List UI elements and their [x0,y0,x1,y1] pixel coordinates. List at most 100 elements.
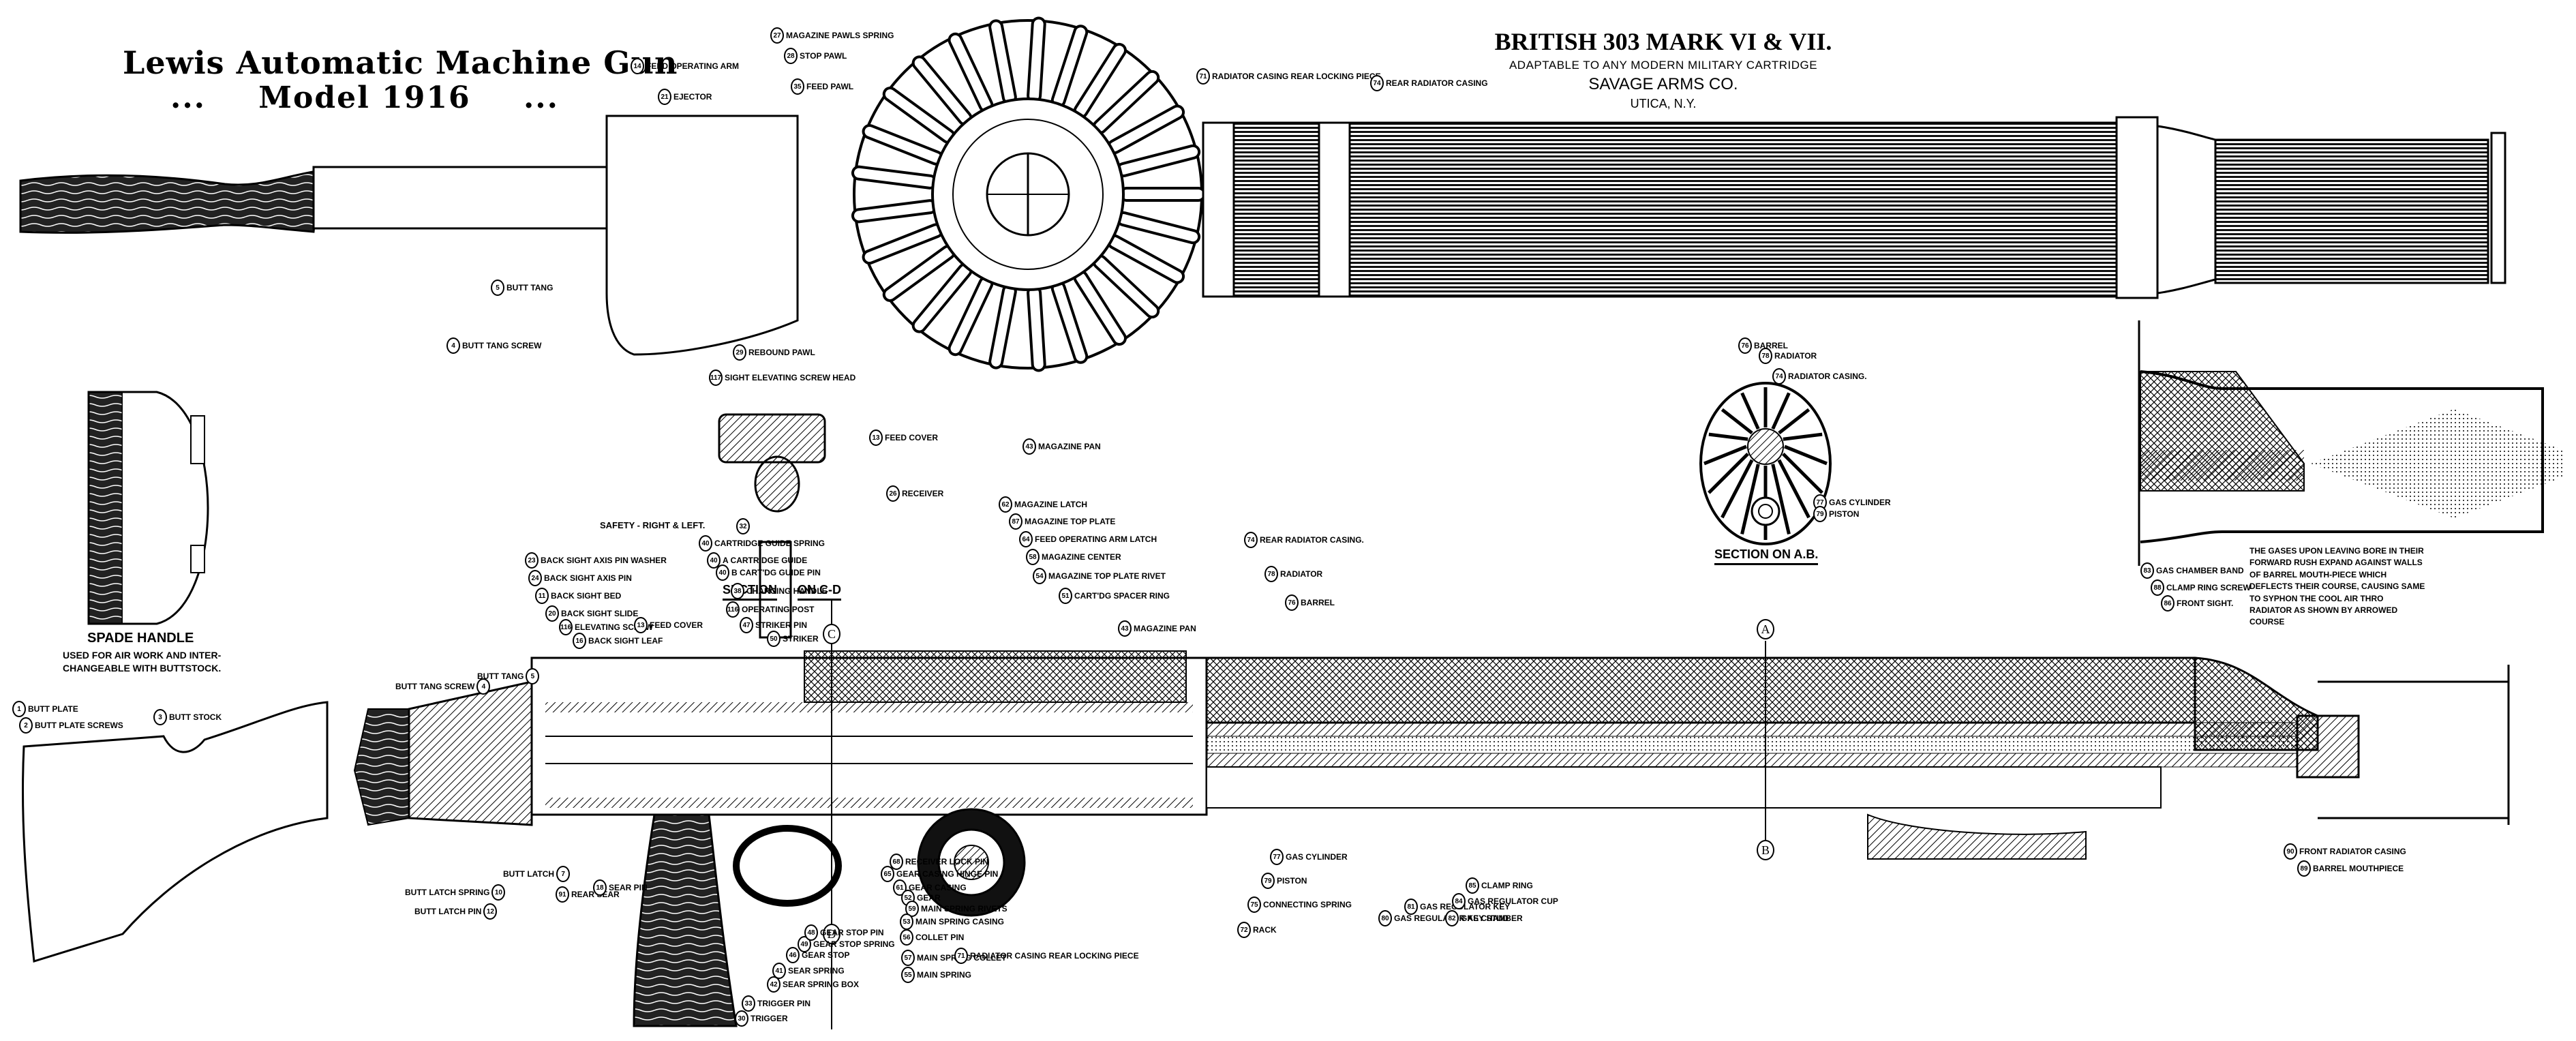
part-label: BACK SIGHT LEAF [588,636,663,646]
section-marker-c: C [823,624,840,644]
part-number-badge: 27 [770,27,784,44]
section-ab-drawing [1699,382,1832,545]
radiator-spoke [1740,464,1760,535]
part-label: GAS CYLINDER [1286,852,1348,862]
part-label: REAR RADIATOR CASING. [1260,535,1364,545]
part-label: GEAR CASING [909,883,967,892]
part-number-badge: 90 [2284,843,2297,860]
magazine-fin [914,265,970,331]
part-label: RADIATOR CASING REAR LOCKING PIECE [1212,72,1381,81]
part-number-badge: 116 [726,601,740,618]
part-number-badge: 18 [593,879,607,896]
magazine-fin [1076,45,1124,116]
diagram-title: Lewis Automatic Machine Gun [123,44,678,81]
magazine-fin [864,226,941,262]
part-label: BUTT LATCH SPRING [405,888,490,897]
radiator-spoke [1782,452,1823,494]
part-number-badge: 40 [707,552,721,569]
part-number-badge: 42 [767,976,781,993]
magazine-fin [1110,107,1183,152]
part-number-badge: 1 [12,701,26,717]
part-number-badge: 11 [535,588,549,604]
part-number-badge: 84 [1452,893,1466,909]
part-label: FEED PAWL [806,82,854,91]
part-number-badge: 86 [2161,595,2175,612]
part-number-badge: 47 [740,617,753,633]
part-label: RACK [1253,925,1277,935]
part-label: MAGAZINE TOP PLATE [1025,517,1116,526]
part-label: REAR RADIATOR CASING [1386,78,1488,88]
part-label: BACK SIGHT SLIDE [561,609,639,618]
magazine-fin [1095,257,1157,316]
spade-note-line-1: USED FOR AIR WORK AND INTER- [63,650,222,661]
part-number-badge: 56 [900,929,913,946]
part-number-badge: 50 [767,631,781,647]
part-number-badge: 54 [1033,568,1046,584]
part-label: PISTON [1829,509,1860,519]
part-label: GAS CHAMBER [1461,914,1523,923]
part-number-badge: 82 [1445,910,1459,926]
magazine-fin [991,22,1014,102]
part-label: RADIATOR [1280,569,1323,579]
radiator-spoke [1703,444,1747,466]
part-number-badge: 41 [772,963,786,979]
radiator-spoke [1721,459,1754,519]
magazine-fin [1119,147,1198,175]
part-number-badge: 24 [528,570,542,586]
part-number-badge: 49 [798,936,811,952]
magazine-fin [950,35,991,110]
part-label: FEED OPERATING ARM [646,61,740,71]
part-number-badge: 71 [1196,68,1210,85]
section-marker-a: A [1757,619,1774,639]
top-view-gun [19,16,2506,372]
part-number-badge: 46 [786,947,800,963]
part-number-badge: 58 [1026,549,1040,565]
part-label: BUTT LATCH PIN [414,907,482,916]
part-number-badge: 87 [1009,513,1022,530]
part-label: OPERATING POST [742,605,815,614]
part-number-badge: 71 [954,948,968,964]
magazine-fin [1076,273,1124,344]
magazine-fin [1110,237,1183,282]
title-dots-right: ... [523,80,559,115]
magazine-fin [991,286,1014,367]
part-label: BUTT PLATE SCREWS [35,721,123,730]
spade-note-line-2: CHANGEABLE WITH BUTTSTOCK. [63,662,222,674]
part-number-badge: 26 [886,485,900,502]
part-label: CONNECTING SPRING [1263,900,1352,909]
part-label: EJECTOR [673,92,712,102]
company-name: SAVAGE ARMS CO. [1588,75,1738,93]
part-label: MAGAZINE PAN [1134,624,1196,633]
part-number-badge: 5 [491,280,504,296]
part-number-badge: 81 [1404,899,1418,915]
part-label: SIGHT ELEVATING SCREW HEAD [725,373,856,382]
